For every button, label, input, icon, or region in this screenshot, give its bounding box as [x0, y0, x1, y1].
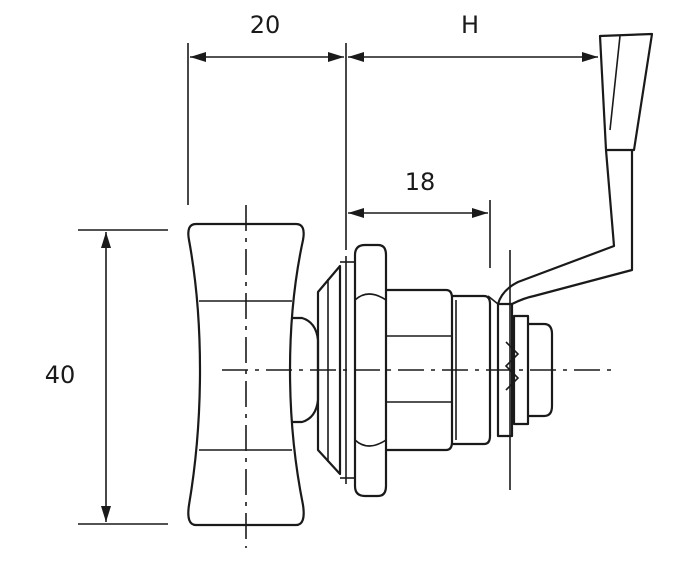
retaining-screw: [504, 314, 554, 426]
dimension-label-width: 20: [250, 11, 281, 39]
center-lines: [222, 205, 612, 548]
dimension-lines: [78, 43, 598, 525]
lock-body: [386, 288, 492, 452]
hex-nut: [340, 243, 388, 498]
dimension-label-height: 40: [45, 361, 76, 389]
dimension-label-handle: H: [461, 11, 479, 39]
cam-lever: [487, 32, 654, 438]
dimension-label-body: 18: [405, 168, 436, 196]
flange-washer: [316, 264, 342, 476]
knob: [187, 222, 320, 527]
